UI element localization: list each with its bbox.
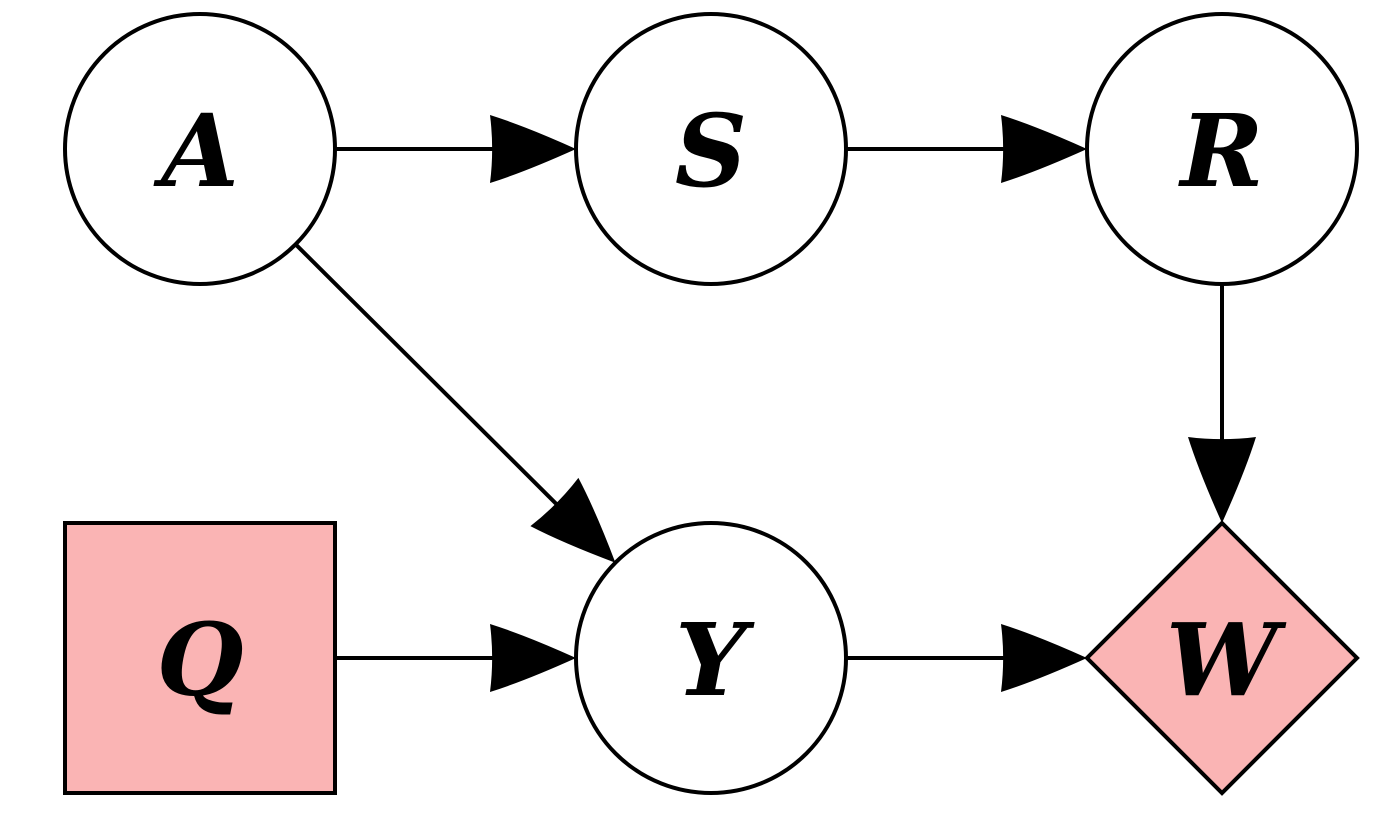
edge-R-W <box>1188 284 1256 523</box>
edge-line <box>294 242 559 507</box>
arrowhead-icon <box>1001 624 1087 692</box>
node-label: W <box>1166 601 1287 719</box>
arrowhead-icon <box>530 477 616 563</box>
arrowhead-icon <box>490 624 576 692</box>
arrowhead-icon <box>490 115 576 183</box>
node-Y: Y <box>574 521 848 795</box>
node-label: R <box>1177 92 1263 210</box>
nodes-layer: A S R Q Y W <box>63 12 1360 796</box>
node-circle <box>574 12 848 286</box>
edge-Q-Y <box>335 624 576 692</box>
node-label: A <box>153 92 239 210</box>
node-label: Q <box>156 601 243 719</box>
arrowhead-icon <box>1001 115 1087 183</box>
edge-Y-W <box>846 624 1087 692</box>
node-R: R <box>1085 12 1359 286</box>
node-label: S <box>675 92 747 210</box>
arrowhead-icon <box>1188 437 1256 523</box>
node-Q: Q <box>63 521 337 795</box>
node-circle <box>574 521 848 795</box>
edge-S-R <box>846 115 1087 183</box>
node-S: S <box>574 12 848 286</box>
node-A: A <box>63 12 337 286</box>
node-label: Y <box>675 601 755 719</box>
node-diamond <box>1084 520 1360 796</box>
node-circle <box>63 12 337 286</box>
edges-layer <box>294 115 1256 692</box>
node-circle <box>1085 12 1359 286</box>
node-square <box>63 521 337 795</box>
edge-A-Y <box>294 242 616 563</box>
edge-A-S <box>335 115 576 183</box>
node-W: W <box>1084 520 1360 796</box>
